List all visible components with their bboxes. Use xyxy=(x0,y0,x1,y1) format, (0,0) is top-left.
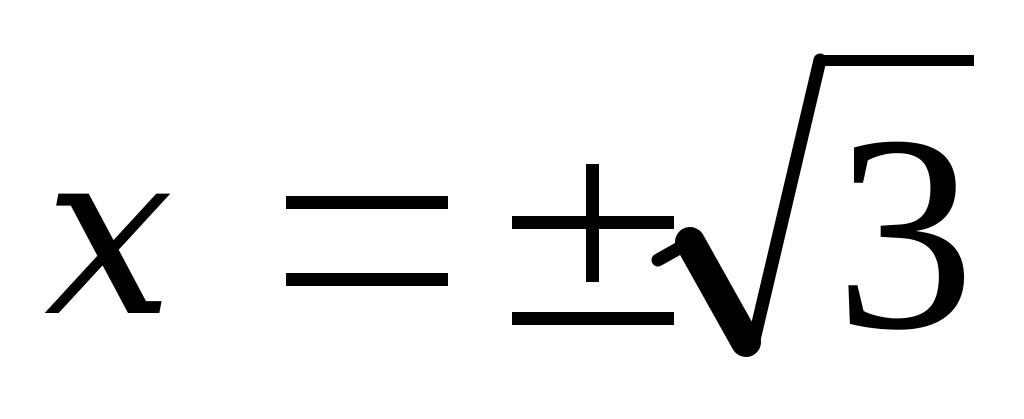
radical-sign-icon xyxy=(651,53,974,357)
equals-upper-bar xyxy=(286,196,448,209)
radicand-three: 3 xyxy=(835,77,975,388)
vinculum-bar xyxy=(816,55,974,66)
plus-minus-sign xyxy=(512,164,674,328)
plus-vertical-bar xyxy=(586,164,599,282)
equals-sign xyxy=(286,196,448,286)
radical-hook xyxy=(651,53,827,347)
radical-hook-thick xyxy=(675,227,761,357)
variable-x: x xyxy=(44,101,174,368)
minus-bar xyxy=(512,312,674,325)
equals-lower-bar xyxy=(286,273,448,286)
